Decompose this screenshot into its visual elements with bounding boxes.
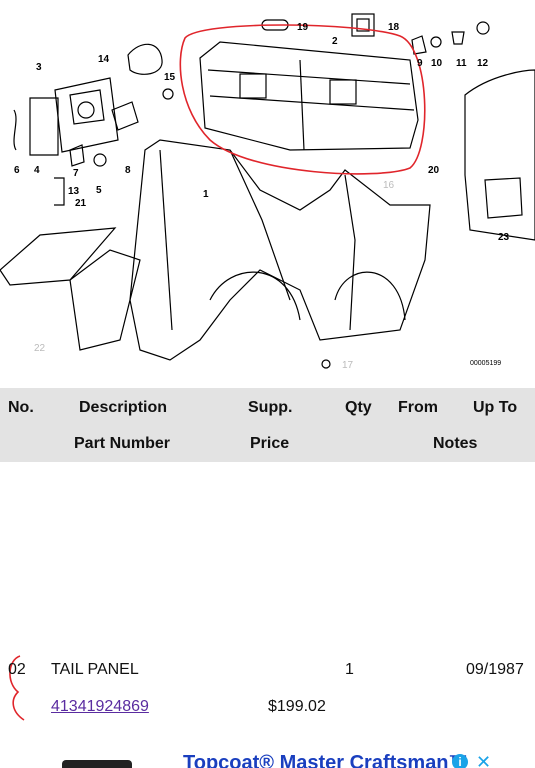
- callout-4: 4: [34, 165, 40, 176]
- row-qty: 1: [345, 661, 354, 678]
- ad-close-icon[interactable]: ✕: [476, 752, 492, 768]
- callout-16: 16: [383, 180, 395, 191]
- callout-12: 12: [477, 58, 489, 69]
- callout-18: 18: [388, 22, 400, 33]
- row-no: 02: [8, 661, 26, 678]
- callout-8: 8: [125, 165, 131, 176]
- empty-table-area: [0, 462, 535, 652]
- ad-title[interactable]: Topcoat® Master Craftsman™: [183, 752, 469, 768]
- row-up-to: 09/1987: [466, 661, 524, 678]
- header-notes: Notes: [433, 435, 478, 452]
- callout-21: 21: [75, 198, 87, 209]
- annotation-bracket: [9, 655, 25, 721]
- header-up-to: Up To: [473, 399, 518, 416]
- header-from: From: [398, 399, 438, 416]
- header-qty: Qty: [345, 399, 372, 416]
- ad-info-icon[interactable]: i: [452, 754, 468, 768]
- header-no: No.: [8, 399, 34, 416]
- table-row: 02 TAIL PANEL 1 09/1987 41341924869 $199…: [0, 652, 535, 728]
- callout-19: 19: [297, 22, 309, 33]
- callout-7: 7: [73, 168, 79, 179]
- callout-22: 22: [34, 343, 46, 354]
- callout-23: 23: [498, 232, 510, 243]
- callout-9: 9: [417, 58, 423, 69]
- annotation-circle: [179, 24, 426, 175]
- header-price: Price: [250, 435, 290, 452]
- callout-17: 17: [342, 360, 354, 371]
- callout-1: 1: [203, 189, 209, 200]
- row-description: TAIL PANEL: [51, 661, 139, 678]
- ad-product-image: [62, 760, 132, 768]
- callout-13: 13: [68, 186, 80, 197]
- row-price: $199.02: [268, 698, 326, 715]
- ad-banner[interactable]: Topcoat® Master Craftsman™ i ✕: [0, 728, 535, 768]
- diagram-ref-code: 00005199: [470, 360, 501, 367]
- header-description: Description: [79, 399, 168, 416]
- callout-3: 3: [36, 62, 42, 73]
- callout-10: 10: [431, 58, 443, 69]
- callout-15: 15: [164, 72, 176, 83]
- part-number-link[interactable]: 41341924869: [51, 698, 149, 715]
- callout-14: 14: [98, 54, 110, 65]
- callout-20: 20: [428, 165, 440, 176]
- callout-5: 5: [96, 185, 102, 196]
- header-part-number: Part Number: [74, 435, 171, 452]
- callout-11: 11: [456, 58, 467, 69]
- parts-table-header: No. Description Supp. Qty From Up To Par…: [0, 388, 535, 462]
- callout-2: 2: [332, 36, 338, 47]
- parts-diagram-svg: 1 2 3 4 5 6 7 8 9 10 11 12 13 14 15 16 1…: [0, 13, 535, 371]
- callout-6: 6: [14, 165, 20, 176]
- parts-diagram: 1 2 3 4 5 6 7 8 9 10 11 12 13 14 15 16 1…: [0, 13, 535, 371]
- header-supp: Supp.: [248, 399, 293, 416]
